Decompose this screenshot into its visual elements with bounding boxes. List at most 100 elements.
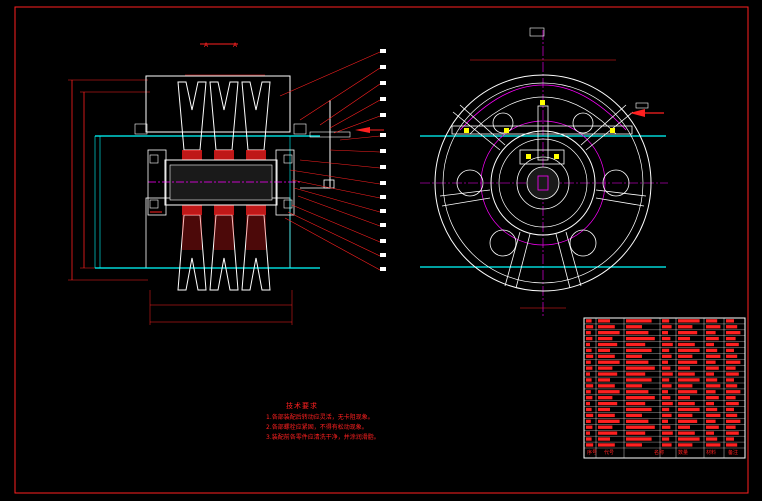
table-cell-mark <box>586 366 593 370</box>
table-cell-mark <box>662 325 672 329</box>
table-cell-mark <box>662 413 672 418</box>
table-cell-mark <box>662 331 668 335</box>
footer-col-code: 代号 <box>604 450 615 456</box>
parts-table-footer: 序号 代号 名称 数量 材料 备注 <box>584 448 745 458</box>
table-cell-mark <box>678 354 693 358</box>
table-cell-mark <box>726 396 736 400</box>
table-cell-mark <box>726 390 741 394</box>
table-cell-mark <box>586 360 591 364</box>
table-cell-mark <box>726 331 741 335</box>
table-cell-mark <box>678 319 700 323</box>
table-cell-mark <box>726 372 739 376</box>
table-cell-mark <box>662 378 670 382</box>
table-cell-mark <box>598 354 615 358</box>
table-cell-mark <box>662 319 670 323</box>
table-cell-mark <box>598 331 620 335</box>
table-cell-mark <box>598 443 615 447</box>
table-cell-mark <box>678 325 693 329</box>
table-cell-mark <box>662 396 671 400</box>
table-cell-mark <box>662 390 668 394</box>
table-cell-mark <box>662 437 670 441</box>
technical-requirements-title: 技术要求 <box>286 402 318 410</box>
table-cell-mark <box>626 325 642 329</box>
requirement-item-3: 3.装配前各零件应清洗干净，并涂润滑脂。 <box>266 434 380 441</box>
table-cell-mark <box>678 401 695 406</box>
table-cell-mark <box>726 425 736 429</box>
table-cell-mark <box>626 425 655 429</box>
table-cell-mark <box>626 384 642 388</box>
table-cell-mark <box>626 331 649 335</box>
table-cell-mark <box>598 419 620 423</box>
table-cell-mark <box>598 325 615 329</box>
table-cell-mark <box>598 407 610 412</box>
table-cell-mark <box>598 372 618 376</box>
table-cell-mark <box>706 325 721 329</box>
table-cell-mark <box>678 425 690 429</box>
table-cell-mark <box>706 413 721 418</box>
table-cell-mark <box>706 331 716 335</box>
table-cell-mark <box>598 319 610 323</box>
table-cell-mark <box>662 348 670 353</box>
table-cell-mark <box>626 354 642 358</box>
table-cell-mark <box>626 407 652 412</box>
footer-col-index: 序号 <box>587 450 598 456</box>
table-cell-mark <box>706 348 718 353</box>
table-cell-mark <box>626 336 655 341</box>
right-end-view <box>420 27 668 318</box>
technical-requirements: 技术要求 1.各部装配后转动应灵活，无卡阻现象。 2.各部螺栓应紧固，不得有松动… <box>266 402 380 443</box>
table-cell-mark <box>598 396 613 400</box>
table-cell-mark <box>586 401 590 406</box>
table-cell-mark <box>586 413 594 418</box>
table-cell-mark <box>662 407 670 412</box>
table-cell-mark <box>598 366 613 370</box>
footer-col-material: 材料 <box>706 450 717 456</box>
table-cell-mark <box>706 384 721 388</box>
table-cell-mark <box>598 431 618 435</box>
table-cell-mark <box>586 384 594 388</box>
table-cell-mark <box>662 401 673 406</box>
table-cell-mark <box>706 425 719 429</box>
table-cell-mark <box>586 437 592 441</box>
section-label-a-right: A <box>233 42 238 49</box>
table-cell-mark <box>678 443 693 447</box>
table-cell-mark <box>586 396 593 400</box>
table-cell-mark <box>662 342 673 347</box>
table-cell-mark <box>678 419 698 423</box>
drawing-frame <box>14 6 749 494</box>
table-cell-mark <box>706 378 718 382</box>
table-cell-mark <box>726 437 734 441</box>
table-cell-mark <box>626 443 642 447</box>
table-cell-mark <box>726 319 734 323</box>
table-cell-mark <box>678 431 695 435</box>
table-cell-mark <box>586 390 591 394</box>
table-cell-mark <box>678 342 695 347</box>
table-cell-mark <box>726 443 738 447</box>
table-cell-mark <box>586 407 592 412</box>
table-cell-mark <box>626 319 652 323</box>
table-cell-mark <box>706 419 716 423</box>
table-cell-mark <box>598 425 613 429</box>
table-cell-mark <box>626 366 655 370</box>
table-cell-mark <box>706 336 719 341</box>
table-cell-mark <box>678 437 700 441</box>
table-cell-mark <box>706 342 714 347</box>
table-cell-mark <box>726 336 736 341</box>
table-cell-mark <box>662 366 671 370</box>
table-cell-mark <box>598 401 618 406</box>
table-cell-mark <box>706 366 719 370</box>
table-cell-mark <box>678 336 690 341</box>
table-cell-mark <box>586 336 593 341</box>
table-cell-mark <box>598 360 620 364</box>
table-cell-mark <box>726 407 734 412</box>
table-cell-mark <box>662 425 671 429</box>
table-cell-mark <box>586 372 590 376</box>
table-cell-mark <box>726 384 738 388</box>
table-cell-mark <box>626 342 646 347</box>
table-cell-mark <box>706 354 721 358</box>
table-cell-mark <box>598 390 620 394</box>
table-cell-mark <box>678 331 698 335</box>
table-cell-mark <box>586 319 592 323</box>
table-cell-mark <box>662 431 673 435</box>
table-cell-mark <box>678 407 700 412</box>
table-cell-mark <box>626 437 652 441</box>
